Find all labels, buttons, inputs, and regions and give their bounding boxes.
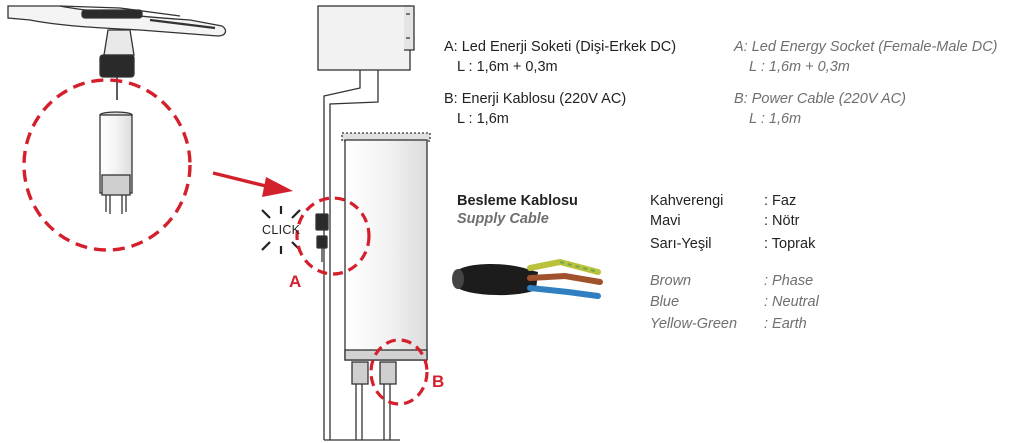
pole-tube-drawing [99, 111, 133, 214]
wire-en-name-1: Blue [650, 294, 680, 310]
driver-box-drawing [317, 5, 415, 440]
red-arrow [212, 171, 293, 197]
lamp-pole-drawing [324, 132, 431, 441]
wire-tr-value-1: : Nötr [764, 213, 800, 229]
click-label: CLICK [262, 223, 301, 237]
wire-en-value-0: : Phase [764, 273, 814, 289]
wire-tr-name-2: Sarı-Yeşil [650, 236, 712, 252]
supply-cable-drawing [452, 258, 603, 299]
legend-b-en-length: L : 1,6m [749, 111, 802, 127]
zoom-circle-b [369, 338, 429, 406]
zoom-circle-left [22, 78, 192, 252]
luminaire-head-drawing [7, 5, 227, 100]
wire-en-name-0: Brown [650, 273, 692, 289]
wire-en-name-2: Yellow-Green [650, 316, 738, 332]
legend-b-en: B: Power Cable (220V AC) [734, 91, 906, 107]
legend-b-tr-length: L : 1,6m [457, 111, 509, 127]
marker-a: A [289, 272, 302, 291]
marker-b: B [432, 372, 445, 391]
legend-a-en: A: Led Energy Socket (Female-Male DC) [734, 39, 998, 55]
legend-a-en-length: L : 1,6m + 0,3m [749, 59, 850, 75]
legend-b-tr: B: Enerji Kablosu (220V AC) [444, 91, 627, 107]
wire-en-value-2: : Earth [764, 316, 807, 332]
legend-a-tr: A: Led Enerji Soketi (Dişi-Erkek DC) [444, 39, 677, 55]
wire-tr-name-0: Kahverengi [650, 193, 724, 209]
legend-a-tr-length: L : 1,6m + 0,3m [457, 59, 558, 75]
wire-tr-value-0: : Faz [764, 193, 797, 209]
dc-connector-drawing [315, 213, 329, 262]
supply-title-en: Supply Cable [457, 211, 549, 227]
wire-tr-name-1: Mavi [650, 213, 681, 229]
wire-en-value-1: : Neutral [764, 294, 819, 310]
supply-title-tr: Besleme Kablosu [457, 193, 578, 209]
wire-tr-value-2: : Toprak [764, 236, 816, 252]
zoom-circle-a [295, 196, 371, 276]
